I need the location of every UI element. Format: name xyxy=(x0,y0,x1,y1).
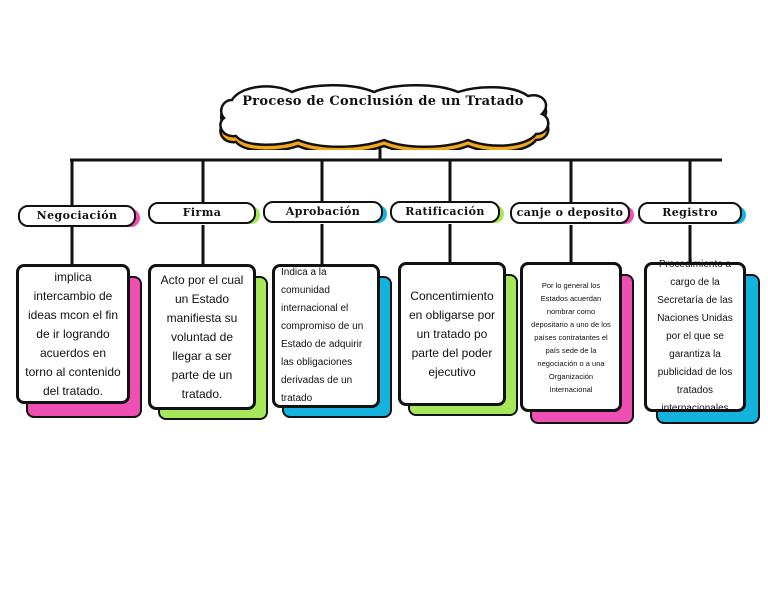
card-text: Procedimiento a cargo de la Secretaría d… xyxy=(657,259,733,414)
header-registro: Registro xyxy=(638,202,742,224)
card-text: Acto por el cual un Estado manifiesta su… xyxy=(160,272,244,401)
title-cloud: Proceso de Conclusión de un Tratado xyxy=(212,78,554,150)
card-text: Por lo general los Estados acuerdan nomb… xyxy=(531,280,611,394)
card-canje-deposito: Por lo general los Estados acuerdan nomb… xyxy=(520,262,622,412)
card-text: Concentimiento en obligarse por un trata… xyxy=(408,288,496,379)
diagram-title: Proceso de Conclusión de un Tratado xyxy=(242,94,524,109)
card-ratificacion: Concentimiento en obligarse por un trata… xyxy=(398,262,506,406)
card-firma: Acto por el cual un Estado manifiesta su… xyxy=(148,264,256,410)
header-negociacion: Negociación xyxy=(18,205,136,227)
card-aprobacion: Indica a la comunidad internacional el c… xyxy=(272,264,380,408)
header-canje-deposito: canje o deposito xyxy=(510,202,630,224)
header-ratificacion: Ratificación xyxy=(390,201,500,223)
header-firma: Firma xyxy=(148,202,256,224)
card-text: Indica a la comunidad internacional el c… xyxy=(281,267,364,404)
header-aprobacion: Aprobación xyxy=(263,201,383,223)
card-text: implica intercambio de ideas mcon el fin… xyxy=(25,269,121,398)
card-negociacion: implica intercambio de ideas mcon el fin… xyxy=(16,264,130,404)
cloud-shape xyxy=(219,84,550,148)
card-registro: Procedimiento a cargo de la Secretaría d… xyxy=(644,259,746,414)
